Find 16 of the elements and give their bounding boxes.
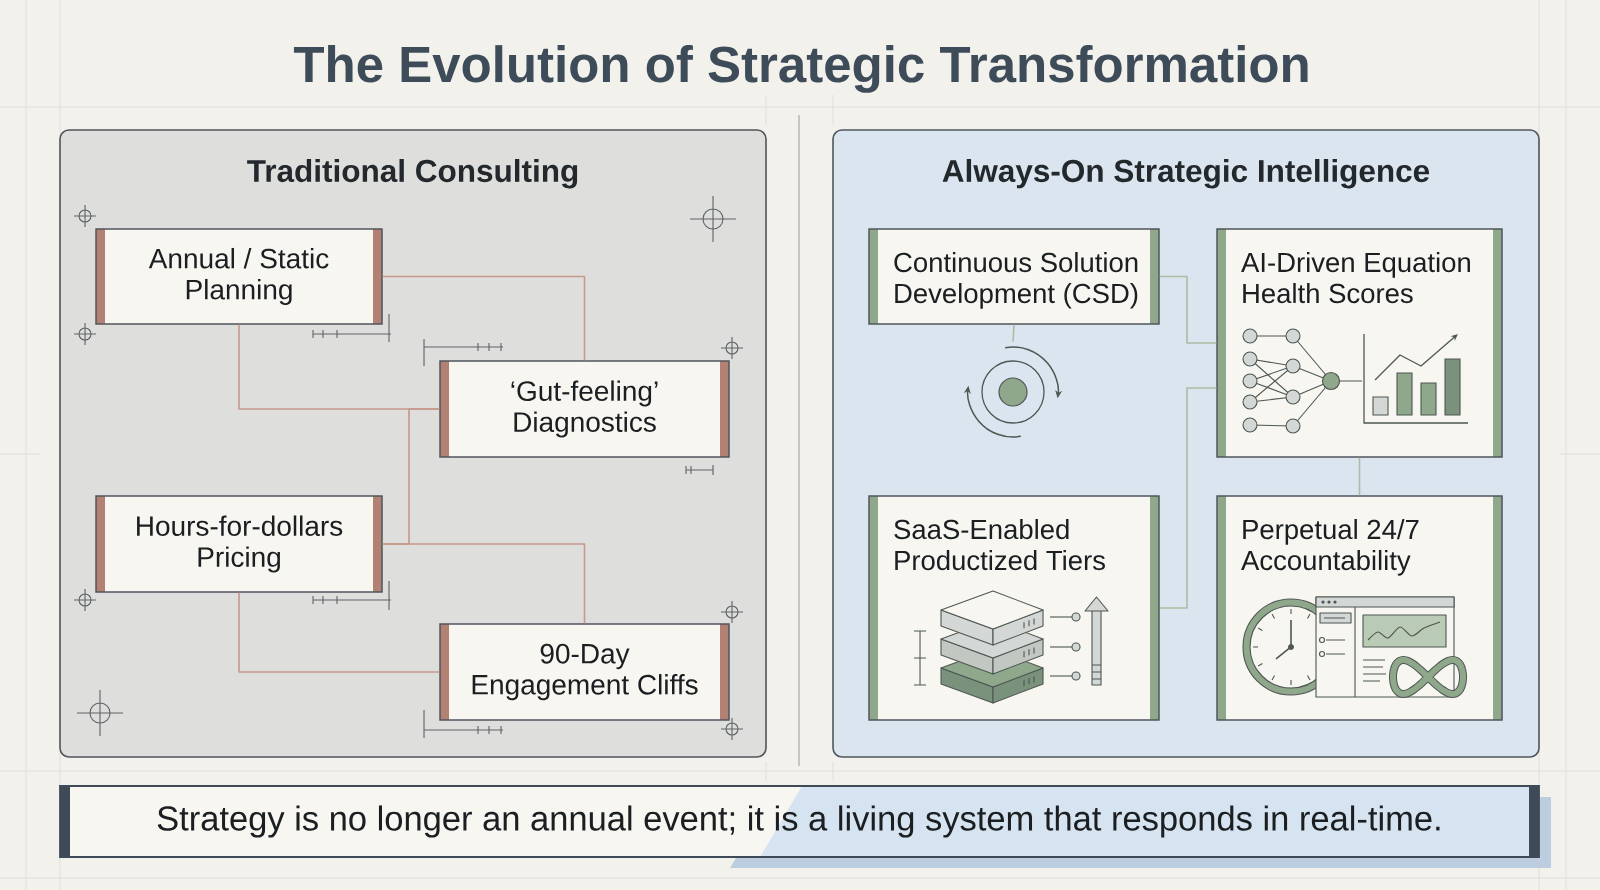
connector-line	[238, 591, 441, 673]
title: The Evolution of Strategic Transformation	[293, 45, 1308, 93]
connector-line	[1358, 456, 1361, 497]
connector-line	[381, 543, 586, 625]
info-box: Continuous Solution Development (CSD)	[868, 228, 1160, 325]
connector-line	[381, 275, 586, 362]
connector-line	[1158, 387, 1218, 609]
info-box: 90-Day Engagement Cliffs	[439, 623, 730, 721]
info-box: AI-Driven Equation Health Scores	[1216, 228, 1503, 458]
connector-line	[1012, 323, 1015, 343]
info-box: ‘Gut-feeling’ Diagnostics	[439, 360, 730, 458]
cycle-icon	[963, 346, 1063, 438]
info-box: Hours-for-dollars Pricing	[95, 495, 383, 593]
banner: Strategy is no longer an annual event; it is a living system that responds in real-time.	[59, 785, 1551, 868]
info-box: Annual / Static Planning	[95, 228, 383, 325]
connector-line	[1158, 275, 1218, 344]
